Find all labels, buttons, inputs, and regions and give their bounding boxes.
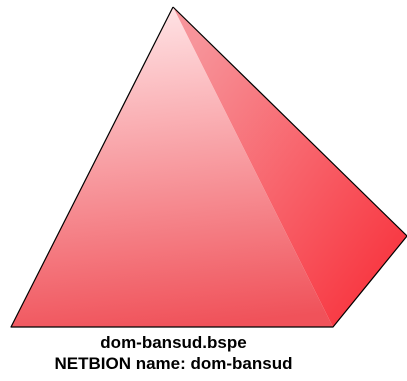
filename-caption: dom-bansud.bspe <box>100 333 247 352</box>
pyramid-side-face <box>173 7 407 327</box>
netbion-name-caption: NETBION name: dom-bansud <box>54 354 293 373</box>
pyramid-top-right-edge <box>172 6 407 237</box>
pyramid-outline <box>10 6 407 328</box>
pyramid-front-face <box>11 7 333 327</box>
